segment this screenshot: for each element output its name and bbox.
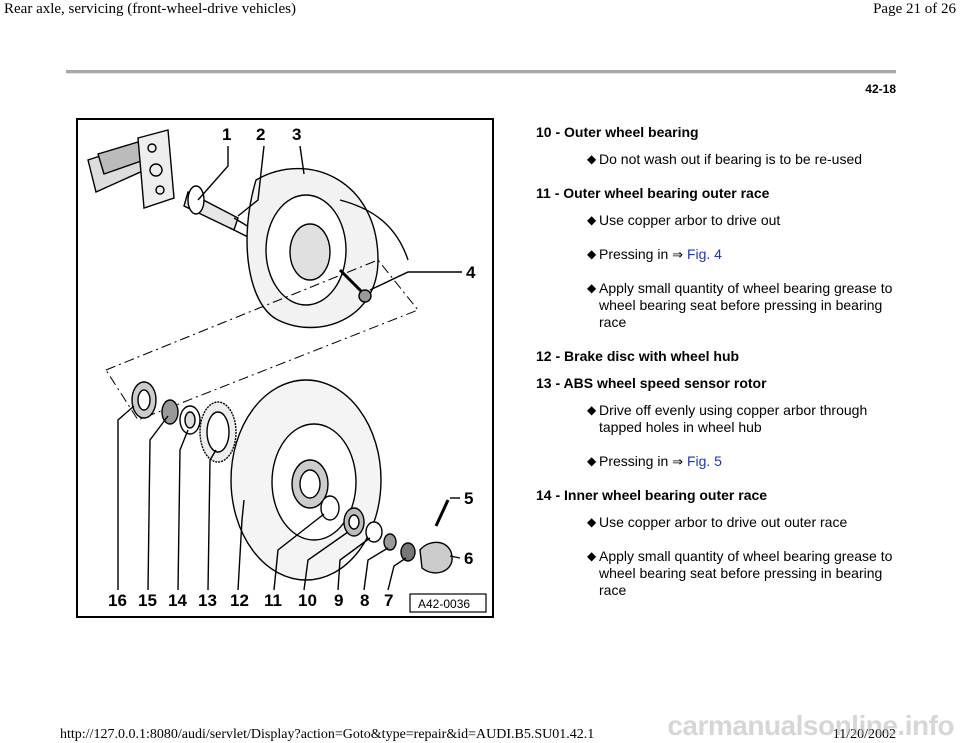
header-rule bbox=[66, 70, 896, 74]
diamond-icon: ◆ bbox=[587, 515, 597, 529]
legend-item: 11 - Outer wheel bearing outer race◆Use … bbox=[536, 185, 896, 331]
callout-1: 1 bbox=[222, 125, 231, 144]
callout-16: 16 bbox=[108, 591, 127, 610]
diamond-icon: ◆ bbox=[587, 247, 597, 261]
bullet-item: ◆Apply small quantity of wheel bearing g… bbox=[587, 548, 896, 599]
diamond-icon: ◆ bbox=[587, 454, 597, 468]
bullet-text: Do not wash out if bearing is to be re-u… bbox=[599, 151, 863, 167]
footer-date: 11/20/2002 bbox=[832, 727, 896, 742]
exploded-view-figure: 1 2 3 4 5 6 7 8 9 10 11 12 13 14 15 16 A… bbox=[76, 118, 494, 618]
bullet-text: Pressing in bbox=[599, 453, 669, 469]
bullet-list: ◆Use copper arbor to drive out outer rac… bbox=[536, 514, 896, 599]
legend-item-title: 10 - Outer wheel bearing bbox=[536, 124, 699, 140]
diamond-icon: ◆ bbox=[587, 152, 597, 166]
figure-link[interactable]: Fig. 4 bbox=[686, 246, 722, 262]
callout-15: 15 bbox=[138, 591, 157, 610]
bullet-item: ◆Pressing in ⇒ Fig. 5 bbox=[587, 453, 896, 470]
bullet-item: ◆Do not wash out if bearing is to be re-… bbox=[587, 151, 896, 168]
diamond-icon: ◆ bbox=[587, 549, 597, 563]
diamond-icon: ◆ bbox=[587, 403, 597, 417]
callout-9: 9 bbox=[334, 591, 343, 610]
document-title: Rear axle, servicing (front-wheel-drive … bbox=[4, 1, 296, 17]
callout-8: 8 bbox=[360, 591, 369, 610]
diamond-icon: ◆ bbox=[587, 213, 597, 227]
legend-item-title: 11 - Outer wheel bearing outer race bbox=[536, 185, 770, 201]
bullet-item: ◆Drive off evenly using copper arbor thr… bbox=[587, 402, 896, 436]
legend-item: 12 - Brake disc with wheel hub bbox=[536, 348, 896, 365]
callout-10: 10 bbox=[298, 591, 317, 610]
callout-14: 14 bbox=[168, 591, 187, 610]
callout-5: 5 bbox=[464, 489, 473, 508]
bullet-text: Use copper arbor to drive out outer race bbox=[599, 514, 848, 530]
legend-item-title: 14 - Inner wheel bearing outer race bbox=[536, 487, 768, 503]
legend-item-title: 13 - ABS wheel speed sensor rotor bbox=[536, 375, 767, 391]
bullet-text: Use copper arbor to drive out bbox=[599, 212, 781, 228]
callout-13: 13 bbox=[198, 591, 217, 610]
callout-6: 6 bbox=[464, 549, 473, 568]
diamond-icon: ◆ bbox=[587, 281, 597, 295]
callout-7: 7 bbox=[384, 591, 393, 610]
callout-2: 2 bbox=[256, 125, 265, 144]
bullet-list: ◆Use copper arbor to drive out◆Pressing … bbox=[536, 212, 896, 331]
bullet-text: Pressing in bbox=[599, 246, 669, 262]
callout-3: 3 bbox=[292, 125, 301, 144]
watermark: carmanualsonline.info bbox=[667, 710, 954, 741]
figure-link[interactable]: Fig. 5 bbox=[686, 453, 722, 469]
callout-11: 11 bbox=[264, 591, 282, 610]
page-number: 42-18 bbox=[865, 82, 896, 96]
rear-axle-exploded-diagram: 1 2 3 4 5 6 7 8 9 10 11 12 13 14 15 16 A… bbox=[87, 125, 487, 613]
legend-list: 10 - Outer wheel bearing◆Do not wash out… bbox=[536, 124, 896, 616]
double-arrow-right-icon: ⇒ bbox=[672, 247, 684, 262]
callout-12: 12 bbox=[230, 591, 249, 610]
legend-item: 13 - ABS wheel speed sensor rotor◆Drive … bbox=[536, 375, 896, 470]
bullet-list: ◆Do not wash out if bearing is to be re-… bbox=[536, 151, 896, 168]
bullet-item: ◆Pressing in ⇒ Fig. 4 bbox=[587, 246, 896, 263]
legend-item-title: 12 - Brake disc with wheel hub bbox=[536, 348, 740, 364]
legend-item: 14 - Inner wheel bearing outer race◆Use … bbox=[536, 487, 896, 599]
callout-4: 4 bbox=[466, 263, 476, 282]
bullet-text: Apply small quantity of wheel bearing gr… bbox=[599, 548, 893, 598]
legend-item: 10 - Outer wheel bearing ◆Do not wash out… bbox=[536, 124, 896, 168]
bullet-text: Apply small quantity of wheel bearing gr… bbox=[599, 280, 893, 330]
bullet-item: ◆Use copper arbor to drive out bbox=[587, 212, 896, 229]
bullet-text: Drive off evenly using copper arbor thro… bbox=[599, 402, 868, 435]
bullet-list: ◆Drive off evenly using copper arbor thr… bbox=[536, 402, 896, 470]
bullet-item: ◆Apply small quantity of wheel bearing g… bbox=[587, 280, 896, 331]
page-counter: Page 21 of 26 bbox=[873, 1, 956, 17]
footer-url: http://127.0.0.1:8080/audi/servlet/Displ… bbox=[60, 727, 595, 742]
double-arrow-right-icon: ⇒ bbox=[672, 454, 684, 469]
bullet-item: ◆Use copper arbor to drive out outer rac… bbox=[587, 514, 896, 531]
figure-code: A42-0036 bbox=[418, 597, 470, 611]
